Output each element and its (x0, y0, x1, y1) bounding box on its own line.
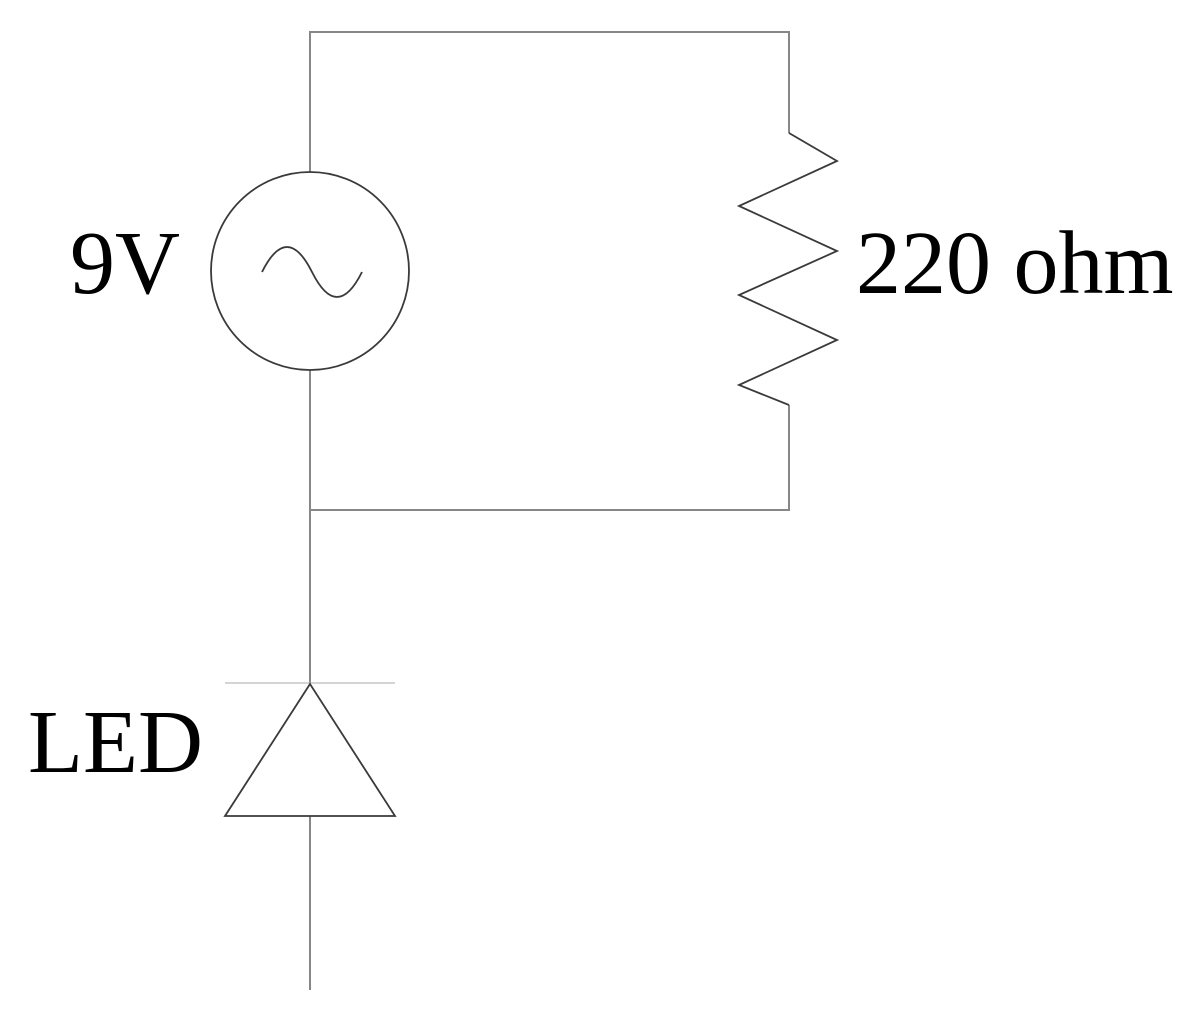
wire-resistor-bottom-to-junction (310, 405, 790, 511)
led-label: LED (28, 693, 203, 792)
resistor-symbol (736, 132, 840, 406)
ac-voltage-source-symbol (210, 171, 410, 371)
led-symbol (223, 682, 397, 817)
wire-source-top-to-resistor-top (309, 31, 790, 172)
sine-wave-icon (261, 246, 363, 298)
source-circle (210, 171, 410, 371)
led-triangle (223, 682, 397, 817)
resistor-value-label: 220 ohm (856, 214, 1174, 313)
source-voltage-label: 9V (70, 214, 180, 313)
